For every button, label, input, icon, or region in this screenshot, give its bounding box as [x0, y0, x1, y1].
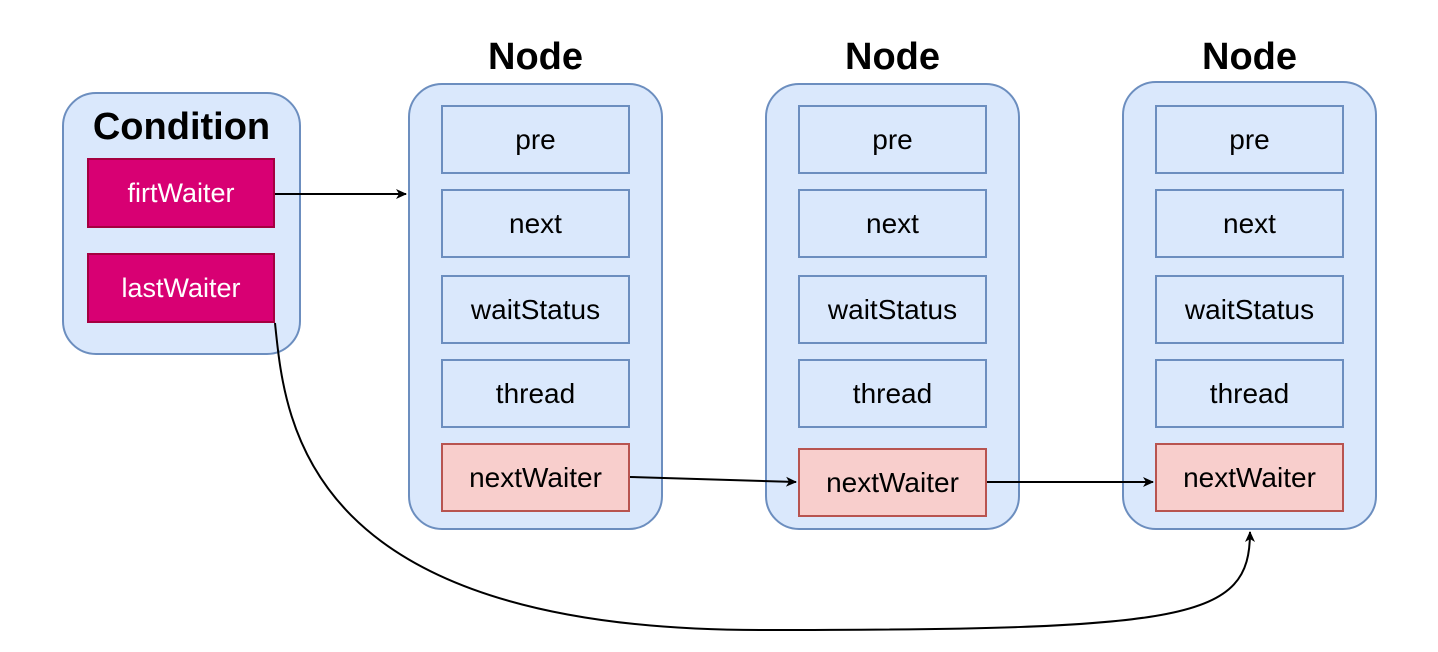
node-field-thread: thread: [798, 359, 987, 428]
node-field-next-waiter: nextWaiter: [441, 443, 630, 512]
node-field-next: next: [441, 189, 630, 258]
node-field-thread: thread: [441, 359, 630, 428]
node-field-wait-status: waitStatus: [1155, 275, 1344, 344]
node-field-pre: pre: [1155, 105, 1344, 174]
node-field-next: next: [1155, 189, 1344, 258]
node-title: Node: [1202, 36, 1297, 78]
node-title: Node: [488, 36, 583, 78]
node-field-wait-status: waitStatus: [798, 275, 987, 344]
condition-title: Condition: [92, 106, 271, 148]
condition-field-last-waiter: lastWaiter: [87, 253, 275, 323]
node-field-next: next: [798, 189, 987, 258]
node-field-thread: thread: [1155, 359, 1344, 428]
node-field-pre: pre: [798, 105, 987, 174]
node-field-next-waiter: nextWaiter: [1155, 443, 1344, 512]
node-title: Node: [845, 36, 940, 78]
condition-field-first-waiter: firtWaiter: [87, 158, 275, 228]
node-field-next-waiter: nextWaiter: [798, 448, 987, 517]
node-field-wait-status: waitStatus: [441, 275, 630, 344]
node-field-pre: pre: [441, 105, 630, 174]
